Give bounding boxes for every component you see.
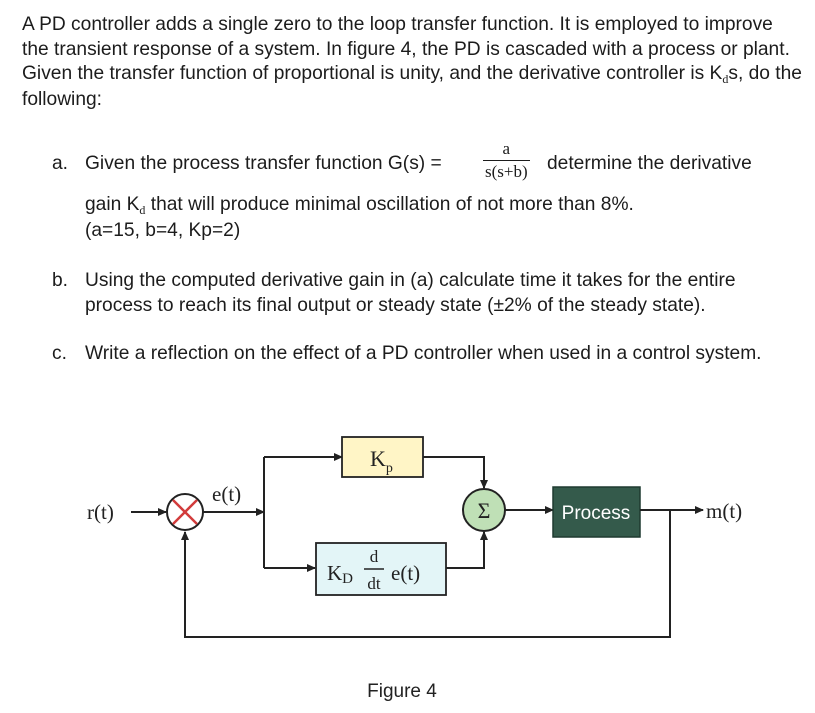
kd-output-line xyxy=(446,531,488,569)
process-label: Process xyxy=(562,503,631,524)
derivative-numerator: d xyxy=(370,547,379,566)
kp-subscript: p xyxy=(386,461,393,476)
item-b: b. Using the computed derivative gain in… xyxy=(52,269,782,318)
derivative-denominator: dt xyxy=(367,574,381,593)
item-a-gain-label: gain K xyxy=(85,194,140,215)
item-a-marker: a. xyxy=(52,153,69,174)
intro-text: A PD controller adds a single zero to th… xyxy=(22,14,790,84)
kp-output-line xyxy=(423,456,488,489)
comparator-x-icon-stroke xyxy=(172,499,198,525)
item-a-line1: Given the process transfer function G(s)… xyxy=(85,140,792,181)
problem-intro: A PD controller adds a single zero to th… xyxy=(22,13,802,112)
error-label: e(t) xyxy=(212,482,241,506)
item-c: c. Write a reflection on the effect of a… xyxy=(52,342,782,367)
item-c-text: Write a reflection on the effect of a PD… xyxy=(85,343,762,364)
kp-block xyxy=(341,436,424,478)
item-a-line2: gain Kd that will produce minimal oscill… xyxy=(85,193,792,219)
derivative-argument: e(t) xyxy=(391,561,420,585)
item-a: a. Given the process transfer function G… xyxy=(52,140,792,243)
kd-subscript: d xyxy=(722,72,729,86)
item-b-marker: b. xyxy=(52,270,69,291)
process-block xyxy=(552,486,641,538)
input-label: r(t) xyxy=(87,500,114,524)
feedback-line xyxy=(181,510,671,638)
kp-main: K xyxy=(370,446,386,471)
transfer-function-fraction: a s(s+b) xyxy=(483,140,530,181)
kd-gain: KD xyxy=(327,561,353,587)
item-a-line2-text: that will produce minimal oscillation of… xyxy=(145,194,634,215)
item-a-kd-subscript: d xyxy=(139,203,146,217)
item-a-line3: (a=15, b=4, Kp=2) xyxy=(85,219,241,241)
item-a-text2: determine the derivative xyxy=(547,153,752,174)
output-label: m(t) xyxy=(706,499,742,523)
item-b-text: Using the computed derivative gain in (a… xyxy=(85,270,736,316)
intro-text-end: s, do the following: xyxy=(22,63,802,110)
kd-subscript: D xyxy=(342,571,353,587)
item-a-text1: Given the process transfer function G(s)… xyxy=(85,153,442,174)
fraction-denominator: s(s+b) xyxy=(483,160,530,181)
kd-main: K xyxy=(327,561,342,585)
item-c-marker: c. xyxy=(52,343,67,364)
sum-symbol: Σ xyxy=(478,498,491,523)
kp-label: Kp xyxy=(370,446,393,476)
fraction-numerator: a xyxy=(502,139,511,158)
figure-caption: Figure 4 xyxy=(367,681,437,702)
